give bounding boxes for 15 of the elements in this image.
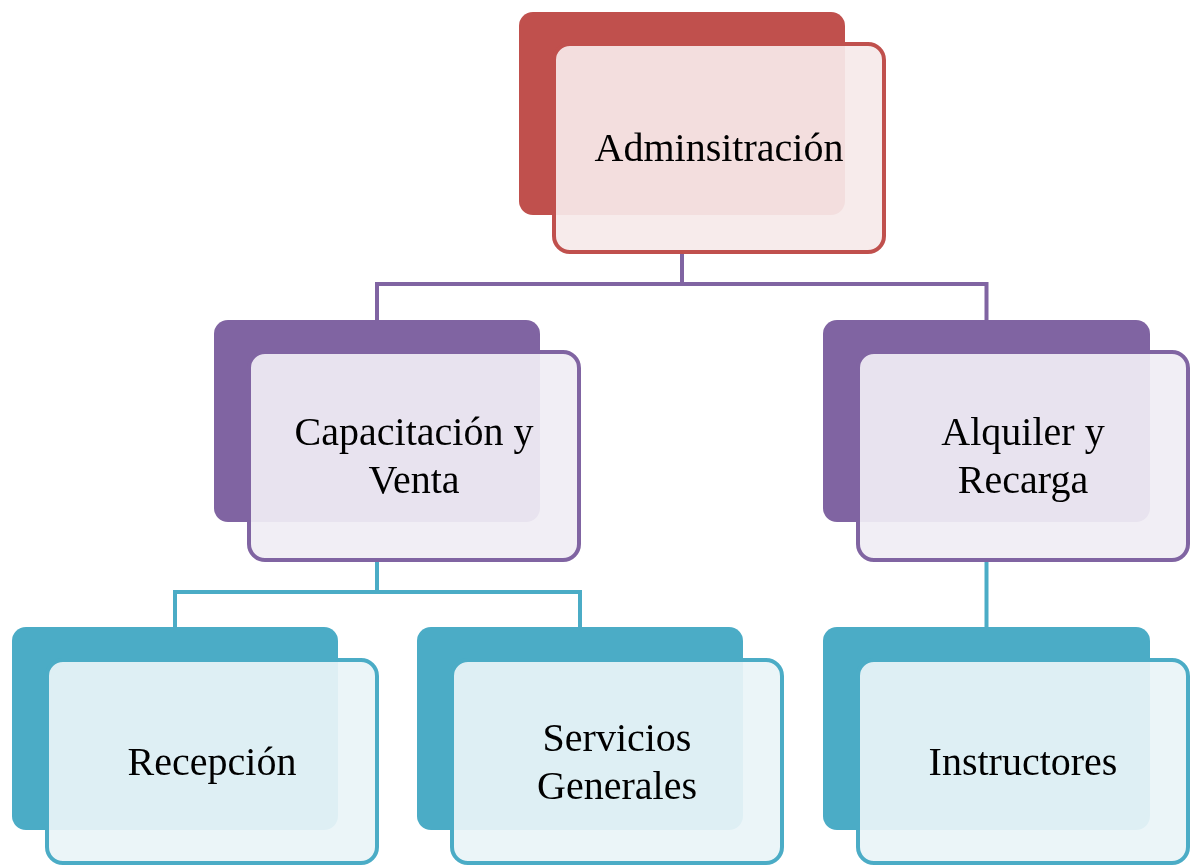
box-label: Alquiler y Recarga <box>940 408 1106 504</box>
connector-line <box>375 561 582 627</box>
org-chart-box <box>823 320 1189 561</box>
org-chart-box <box>519 12 885 253</box>
box-label: Capacitación y Venta <box>293 408 535 504</box>
connector-line <box>984 561 989 627</box>
box-label: Instructores <box>928 737 1118 786</box>
box-label: Recepción <box>127 737 297 786</box>
box-label: Adminsitración <box>594 124 844 172</box>
connector-line <box>680 253 989 320</box>
org-chart-box <box>214 320 580 561</box>
box-label: Servicios Generales <box>536 713 698 810</box>
org-chart-box <box>12 627 378 864</box>
org-chart-box <box>417 627 783 864</box>
org-chart-box <box>823 627 1189 864</box>
